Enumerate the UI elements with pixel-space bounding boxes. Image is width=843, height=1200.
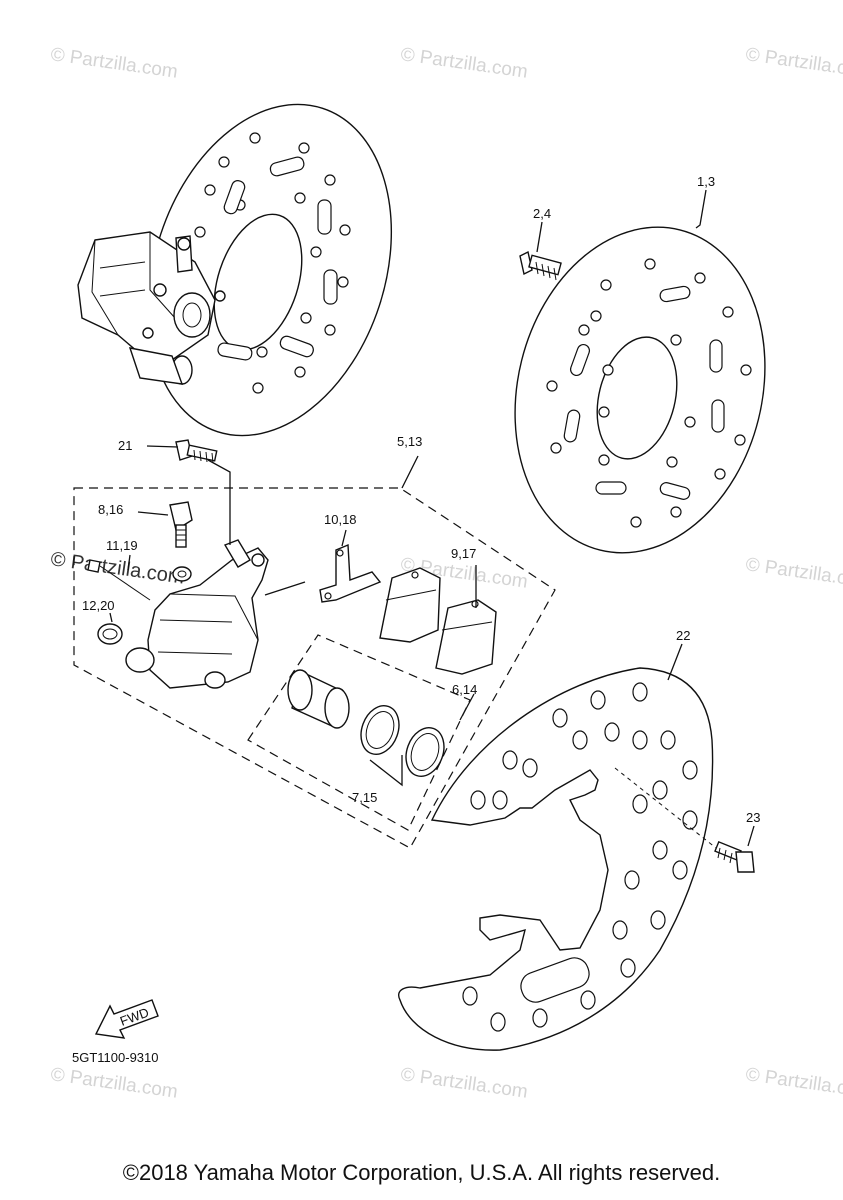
assembled-brake-disc bbox=[77, 103, 393, 437]
watermark-text: © Partzilla.com bbox=[49, 548, 186, 589]
caliper-kit-outline bbox=[73, 487, 556, 849]
callout-22: 22 bbox=[676, 628, 690, 643]
watermark-text: © Partzilla.com bbox=[744, 1064, 843, 1103]
brake-caliper bbox=[125, 539, 269, 689]
callout-10-18: 10,18 bbox=[324, 512, 357, 527]
watermark-text: © Partzilla.com bbox=[49, 44, 179, 83]
caliper-bolt bbox=[175, 439, 218, 464]
watermark-text: © Partzilla.com bbox=[49, 1064, 179, 1103]
bleed-screw bbox=[169, 501, 193, 548]
callout-12-20: 12,20 bbox=[82, 598, 115, 613]
seal-kit-outline bbox=[247, 634, 471, 831]
copyright-footer: ©2018 Yamaha Motor Corporation, U.S.A. A… bbox=[122, 1160, 721, 1185]
callout-1-3: 1,3 bbox=[697, 174, 715, 189]
callout-21: 21 bbox=[118, 438, 132, 453]
callout-9-17: 9,17 bbox=[451, 546, 476, 561]
watermark-text: © Partzilla.com bbox=[744, 554, 843, 593]
diagram-code: 5GT1100-9310 bbox=[72, 1050, 159, 1065]
disc-protector bbox=[398, 667, 714, 1051]
callout-8-16: 8,16 bbox=[98, 502, 123, 517]
callout-5-13: 5,13 bbox=[397, 434, 422, 449]
disc-holes bbox=[194, 132, 351, 394]
brake-disc bbox=[514, 226, 766, 554]
caliper-piston bbox=[287, 669, 350, 729]
disc-bolt bbox=[519, 250, 562, 281]
brake-pad-1 bbox=[379, 567, 441, 643]
watermark-text: © Partzilla.com bbox=[744, 44, 843, 83]
protector-bolt bbox=[714, 840, 755, 873]
bleed-cap bbox=[172, 566, 192, 582]
piston-seals bbox=[360, 705, 445, 777]
brake-disc-holes bbox=[546, 258, 752, 528]
callout-2-4: 2,4 bbox=[533, 206, 551, 221]
callout-7-15: 7,15 bbox=[352, 790, 377, 805]
callout-6-14: 6,14 bbox=[452, 682, 477, 697]
watermark-text: © Partzilla.com bbox=[399, 44, 529, 83]
caliper-seal bbox=[97, 623, 123, 645]
watermarks: © Partzilla.com © Partzilla.com © Partzi… bbox=[49, 44, 843, 1103]
callout-23: 23 bbox=[746, 810, 760, 825]
brake-pad-2 bbox=[435, 599, 497, 675]
watermark-text: © Partzilla.com bbox=[399, 1064, 529, 1103]
disc-protector-holes bbox=[462, 682, 698, 1032]
caliper-pin bbox=[87, 559, 151, 601]
mounted-caliper bbox=[77, 231, 226, 385]
callout-labels: 1,3 2,4 21 5,13 8,16 10,18 11,19 9,17 12… bbox=[82, 174, 760, 825]
callout-11-19: 11,19 bbox=[106, 538, 138, 553]
leader-lines bbox=[109, 189, 755, 849]
fwd-arrow: FWD bbox=[94, 999, 159, 1039]
pad-spring bbox=[319, 543, 382, 603]
